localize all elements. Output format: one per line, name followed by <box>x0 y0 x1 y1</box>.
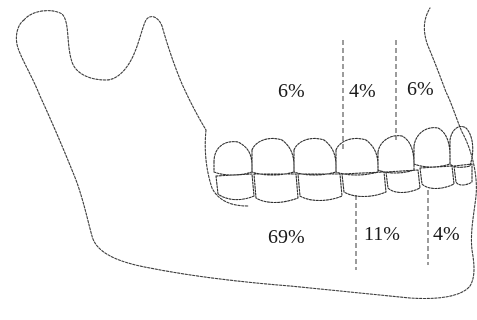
upper-percentage-right: 6% <box>407 78 434 100</box>
upper-percentage-middle: 4% <box>349 80 376 102</box>
upper-teeth <box>214 127 473 176</box>
ramus-ridge <box>24 11 206 130</box>
lower-percentage-right: 4% <box>433 223 460 245</box>
lower-percentage-middle: 11% <box>364 223 400 245</box>
lower-percentage-left: 69% <box>268 226 305 248</box>
mandible-outline <box>16 8 476 299</box>
inner-ramus <box>205 130 248 206</box>
lower-teeth <box>216 164 472 203</box>
upper-percentage-left: 6% <box>278 80 305 102</box>
